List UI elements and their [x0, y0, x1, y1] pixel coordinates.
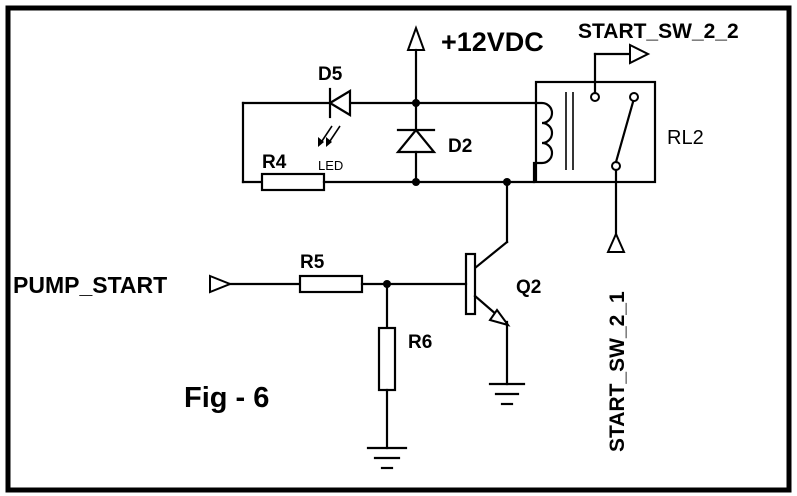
relay-output-wire — [593, 43, 651, 95]
led-d5 — [318, 87, 352, 147]
relay-input-wire — [606, 168, 626, 253]
label-r4: R4 — [262, 152, 287, 173]
label-rl2: RL2 — [667, 127, 704, 149]
supply-arrow-symbol — [406, 25, 426, 51]
label-d5: D5 — [318, 64, 343, 85]
relay-input-label: START_SW_2_1 — [606, 291, 629, 452]
resistor-r5 — [298, 274, 364, 294]
input-arrow-symbol — [209, 274, 233, 294]
relay-rl2 — [534, 80, 657, 184]
input-label: PUMP_START — [13, 272, 167, 298]
supply-label: +12VDC — [441, 27, 544, 57]
resistor-r6 — [377, 326, 397, 392]
figure-border — [5, 5, 792, 493]
label-r5: R5 — [300, 252, 325, 273]
label-q2: Q2 — [516, 277, 541, 298]
label-d2: D2 — [448, 136, 472, 157]
label-r6: R6 — [408, 332, 432, 353]
diode-d2 — [395, 101, 437, 184]
label-led: LED — [318, 158, 343, 173]
ground-symbol — [366, 446, 408, 470]
figure-caption: Fig - 6 — [184, 382, 269, 414]
transistor-q2 — [464, 180, 511, 386]
ground-symbol — [488, 382, 526, 406]
resistor-r4 — [260, 172, 326, 192]
relay-output-label: START_SW_2_2 — [578, 20, 739, 43]
supply-rail — [406, 25, 426, 105]
